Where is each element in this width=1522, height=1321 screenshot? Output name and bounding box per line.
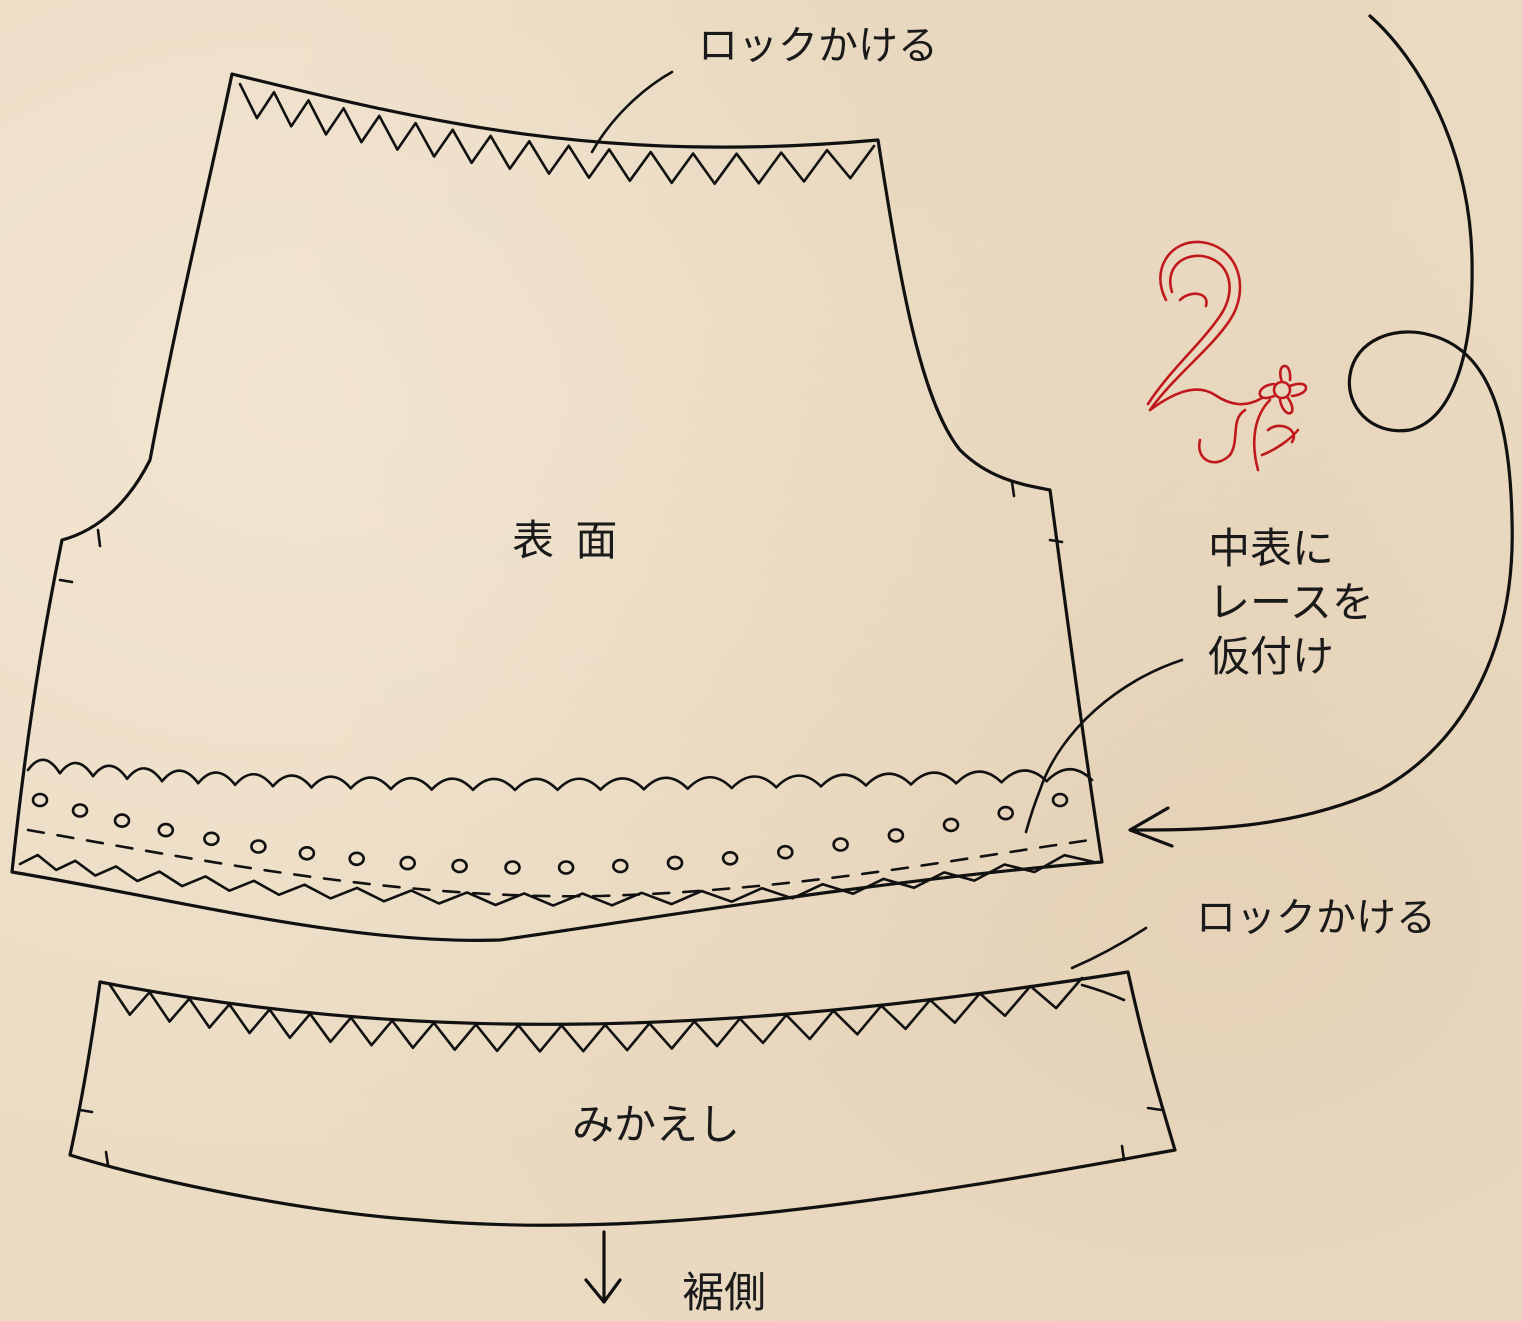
notch-mark bbox=[58, 578, 74, 584]
flip-arrow-curve bbox=[1130, 14, 1514, 832]
notch-mark bbox=[1120, 1144, 1126, 1162]
lace-note-line-3: 仮付け bbox=[1208, 632, 1335, 681]
lace-eyelet bbox=[203, 831, 220, 847]
lace-eyelet bbox=[557, 860, 575, 875]
lace-eyelet bbox=[942, 817, 960, 833]
lace-eyelet bbox=[31, 792, 49, 808]
hem-side-label: 裾側 bbox=[682, 1268, 767, 1317]
lace-eyelet bbox=[451, 858, 468, 874]
leader-line-lace bbox=[1024, 658, 1184, 834]
overlock-zigzag-top bbox=[238, 82, 876, 185]
notch-mark bbox=[104, 1150, 110, 1167]
serge-bottom-label: ロックかける bbox=[1196, 895, 1436, 941]
lace-wave-edge bbox=[18, 853, 1096, 907]
lace-eyelet bbox=[1051, 792, 1069, 808]
lace-eyelets bbox=[31, 792, 1069, 875]
notch-mark bbox=[96, 528, 102, 548]
bodice-piece-outline bbox=[10, 72, 1104, 942]
lace-eyelet bbox=[887, 828, 905, 843]
lace-scallop-edge bbox=[26, 758, 1094, 792]
front-face-label: 表 面 bbox=[512, 516, 622, 565]
basting-stitch-line bbox=[26, 828, 1092, 898]
lace-note-line-1: 中表に bbox=[1208, 524, 1335, 573]
leader-line-serge-top bbox=[590, 70, 674, 154]
lace-basting-note: 中表に レースを 仮付け bbox=[1208, 522, 1374, 684]
lace-eyelet bbox=[721, 850, 739, 866]
lace-note-line-2: レースを bbox=[1208, 578, 1374, 627]
notch-mark bbox=[78, 1108, 94, 1114]
lace-eyelet bbox=[504, 860, 521, 875]
facing-top-inner-line bbox=[1080, 983, 1126, 1002]
notch-mark bbox=[1010, 480, 1016, 498]
facing-label: みかえし bbox=[572, 1100, 741, 1149]
serge-top-label: ロックかける bbox=[698, 23, 938, 69]
lace-eyelet bbox=[348, 851, 366, 867]
lace-eyelet bbox=[113, 813, 131, 828]
leader-line-serge-bottom bbox=[1070, 926, 1148, 970]
notch-mark bbox=[1048, 538, 1064, 544]
lace-eyelet bbox=[399, 855, 417, 871]
flip-arrow-head bbox=[1128, 806, 1174, 848]
lace-eyelet bbox=[611, 858, 629, 874]
hem-arrow-head bbox=[584, 1278, 622, 1304]
lace-eyelet bbox=[776, 844, 794, 860]
lace-eyelet bbox=[832, 837, 849, 852]
lace-eyelet bbox=[157, 822, 175, 838]
lace-eyelet bbox=[666, 855, 684, 871]
lace-eyelet bbox=[250, 839, 267, 854]
lace-eyelet bbox=[997, 805, 1015, 821]
notch-mark bbox=[1146, 1106, 1164, 1112]
lace-eyelet bbox=[298, 845, 316, 861]
overlock-zigzag-facing bbox=[108, 976, 1084, 1053]
step-number-ornament bbox=[1146, 240, 1308, 472]
lace-eyelet bbox=[71, 803, 89, 818]
